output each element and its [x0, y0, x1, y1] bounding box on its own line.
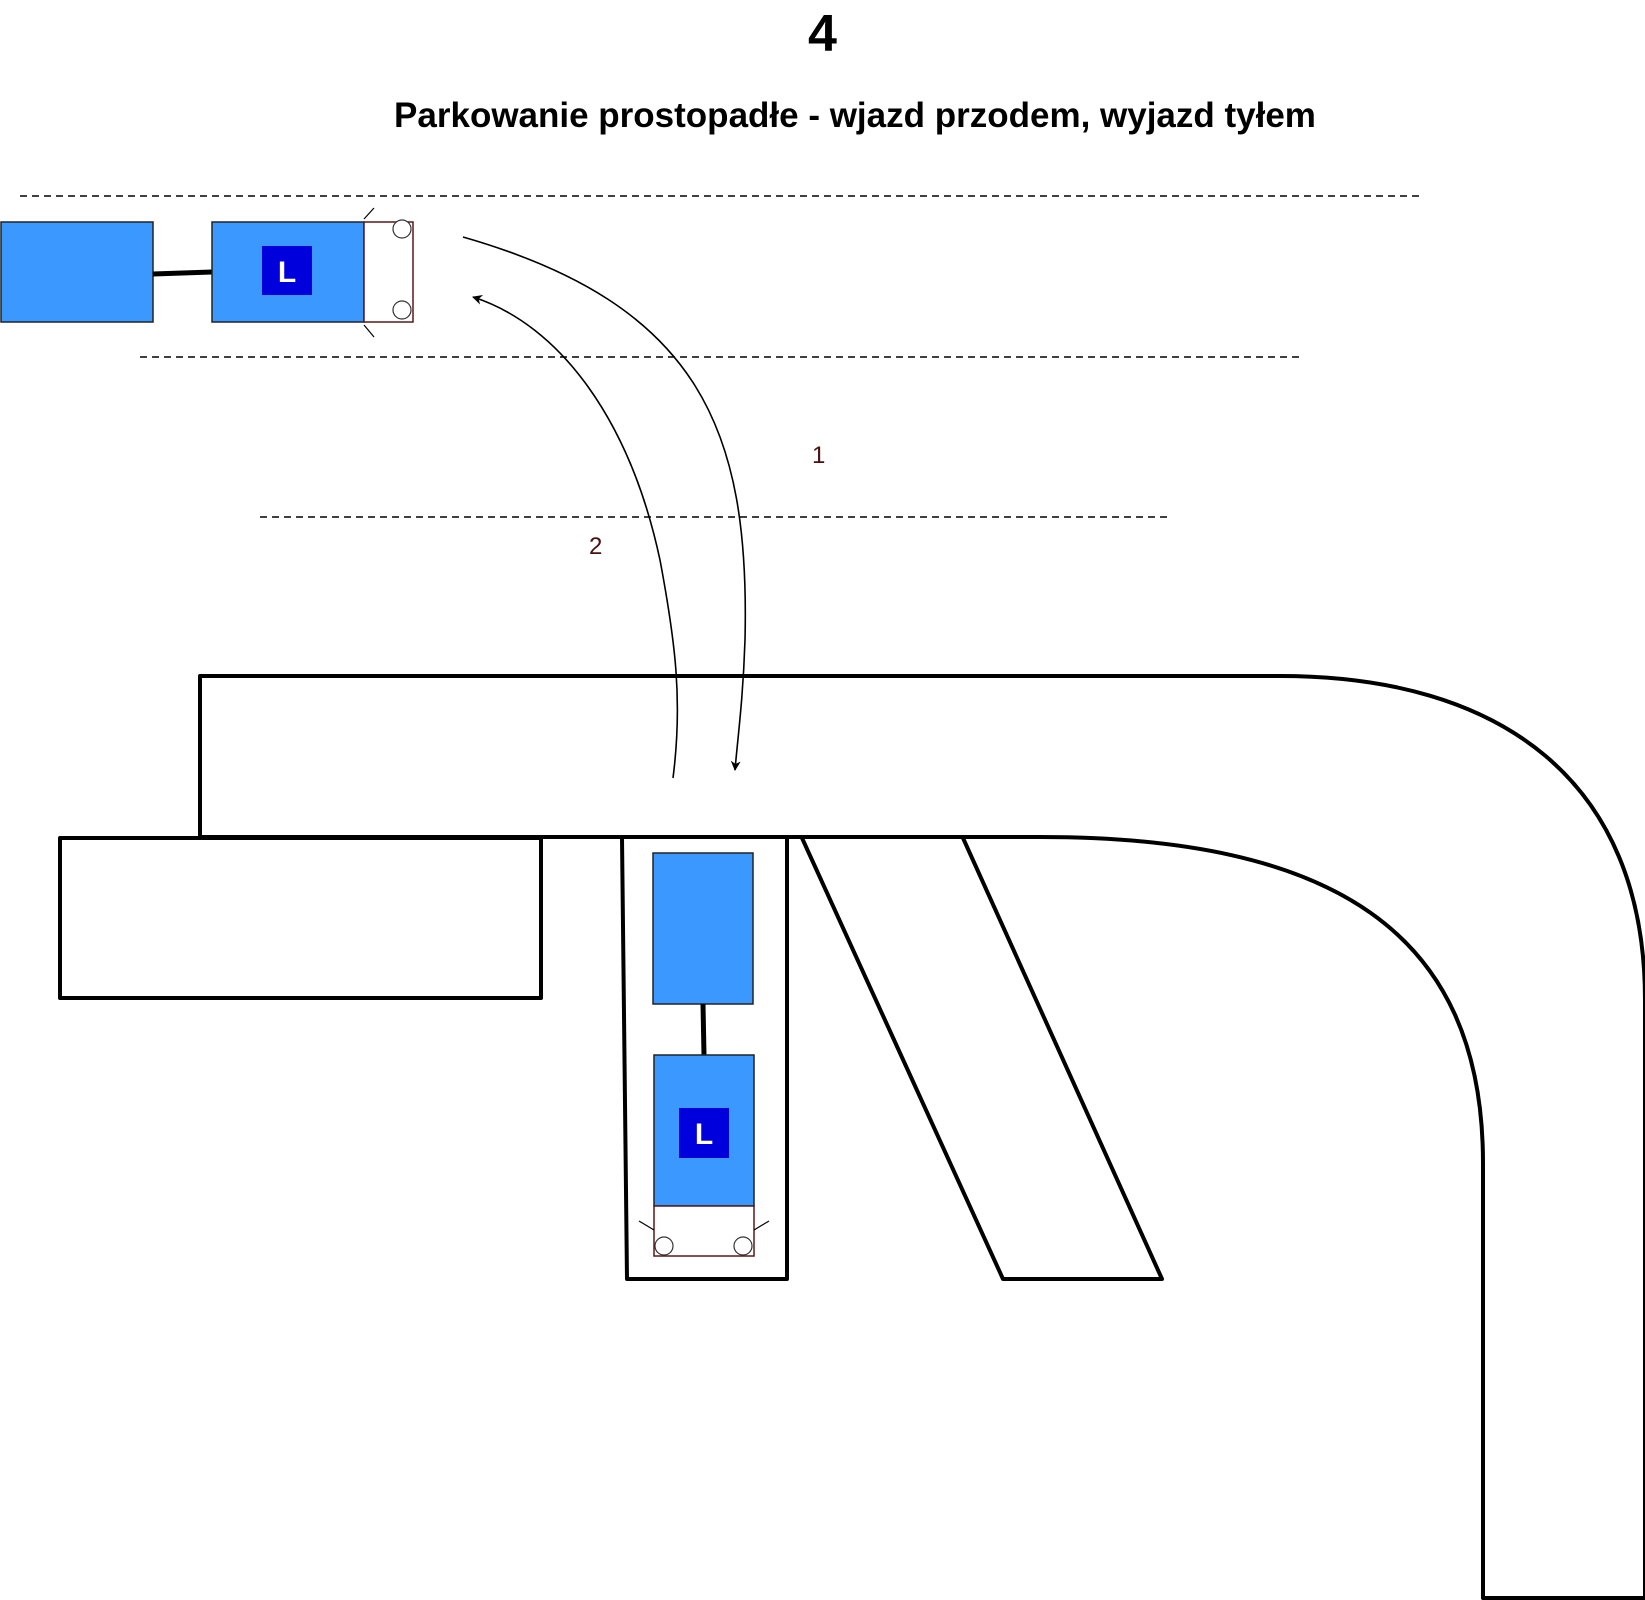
wheel-icon [654, 1236, 674, 1256]
route-label-2: 2 [589, 533, 602, 560]
mirror-line [363, 324, 375, 338]
route-1-arrow [462, 236, 747, 771]
learner-plate-letter: L [278, 256, 296, 289]
parking-bay-target [620, 836, 789, 1281]
trailer-block [0, 221, 154, 323]
page-title: Parkowanie prostopadłe - wjazd przodem, … [394, 96, 1316, 135]
wheel-icon [733, 1236, 753, 1256]
parking-bay-angled [800, 836, 1164, 1281]
start-vehicle: L [0, 207, 414, 338]
learner-plate [262, 246, 312, 295]
learner-plate [679, 1108, 729, 1158]
hitch-bar [700, 1003, 707, 1056]
page-number: 4 [808, 5, 837, 63]
wheel-icon [392, 219, 412, 239]
parking-block-left [58, 836, 543, 1000]
vehicle-body [653, 1054, 755, 1207]
trailer-block [652, 852, 754, 1005]
mirror-line [753, 1220, 770, 1231]
learner-plate-letter: L [695, 1118, 713, 1151]
route-label-1: 1 [812, 442, 825, 469]
parked-vehicle: L [638, 852, 770, 1257]
mirror-line [638, 1220, 655, 1231]
mirror-line [363, 207, 375, 220]
wheel-icon [392, 300, 412, 320]
hitch-bar [152, 269, 213, 277]
route-2-arrow [472, 295, 679, 779]
road-curb-outer [198, 674, 1645, 1600]
